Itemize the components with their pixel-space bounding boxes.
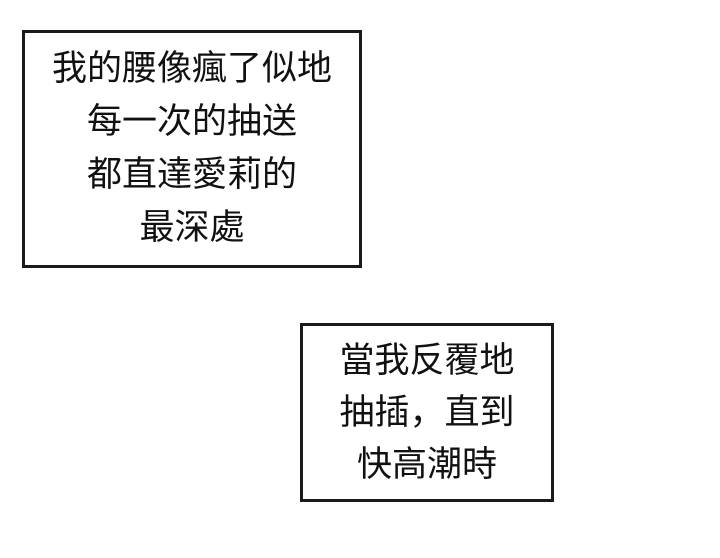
caption-1-line-2: 每一次的抽送 [86, 102, 297, 142]
caption-2-line-2: 抽插，直到 [339, 392, 515, 433]
caption-1-line-3: 都直達愛莉的 [86, 155, 297, 195]
caption-box-2: 當我反覆地 抽插，直到 快高潮時 [300, 323, 554, 502]
caption-box-1: 我的腰像瘋了似地 每一次的抽送 都直達愛莉的 最深處 [22, 30, 362, 268]
caption-2-line-3: 快高潮時 [356, 444, 497, 485]
caption-1-line-1: 我的腰像瘋了似地 [51, 49, 332, 89]
caption-1-line-4: 最深處 [139, 208, 245, 248]
caption-2-line-1: 當我反覆地 [339, 340, 515, 381]
